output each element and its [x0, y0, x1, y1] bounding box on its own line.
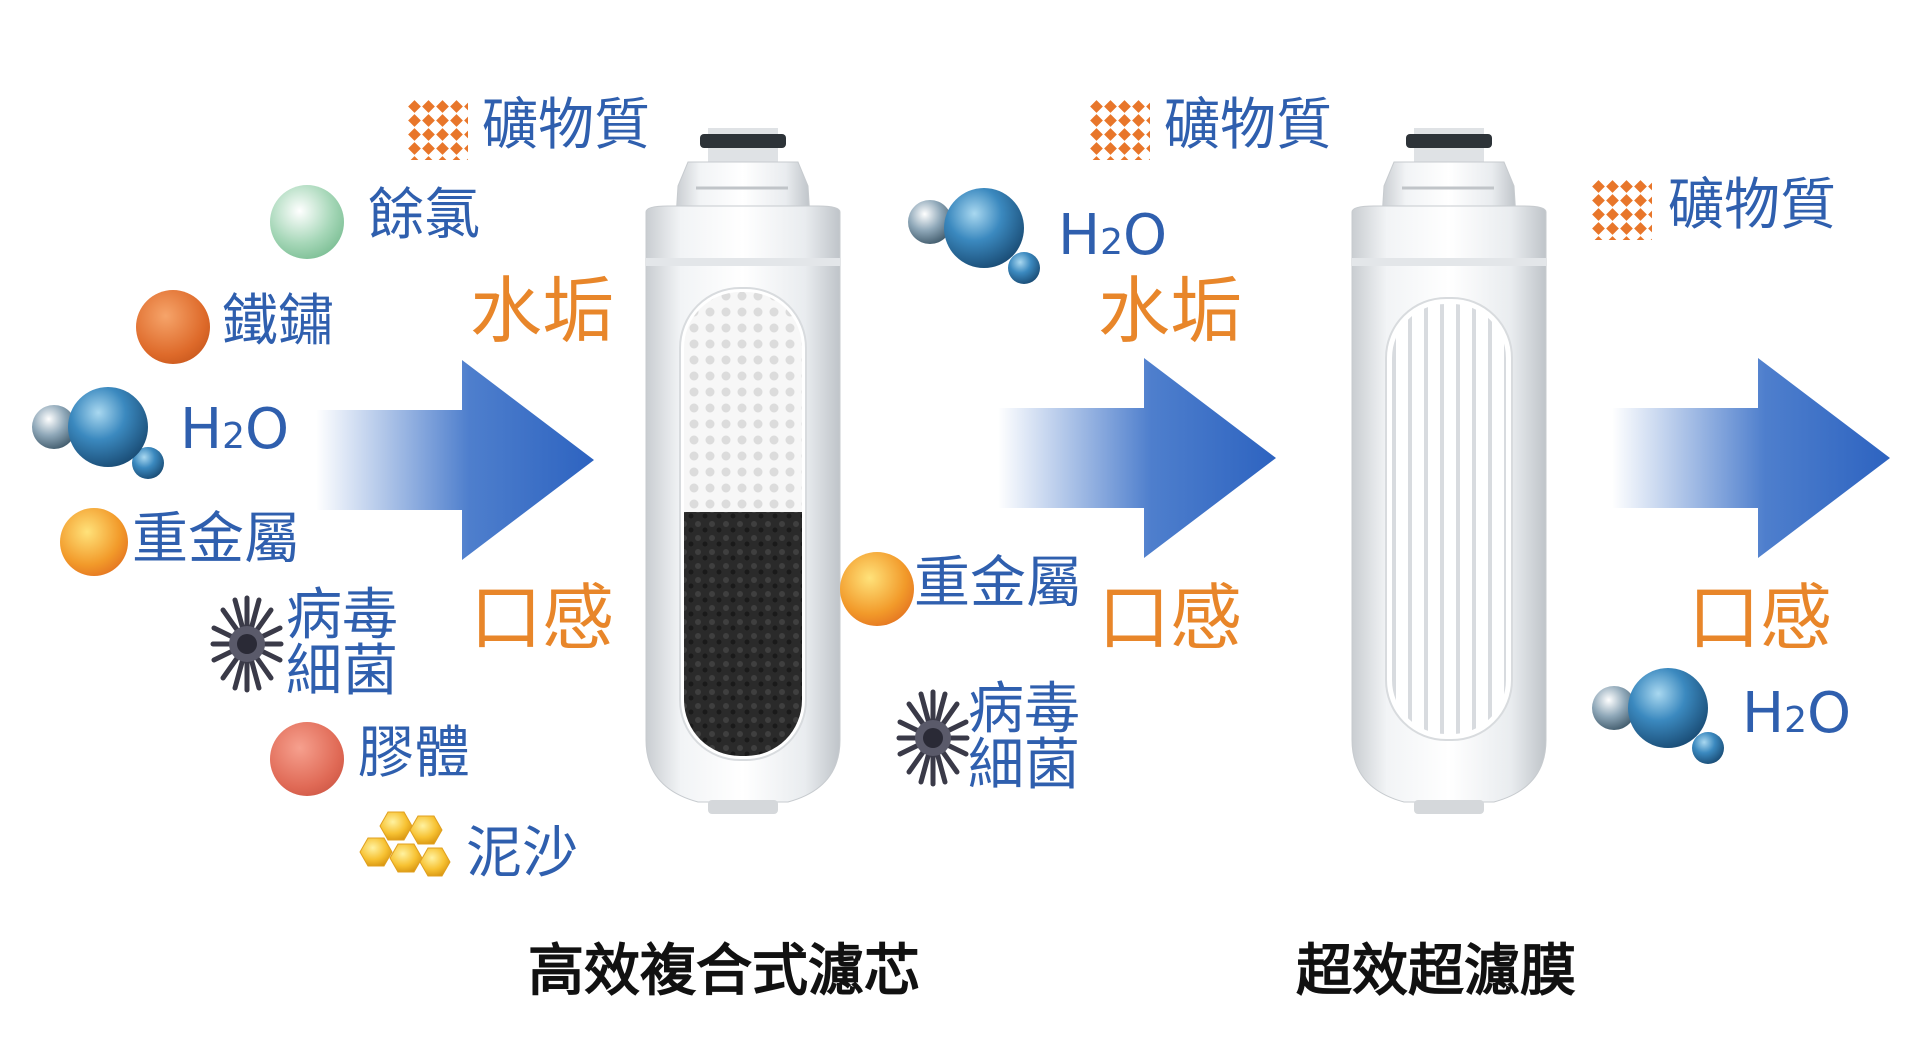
chlorine-label: 餘氯	[368, 183, 480, 248]
sediment-label: 泥沙	[466, 821, 578, 886]
flow-arrow-icon	[316, 360, 594, 560]
mineral-icon-2	[1090, 100, 1150, 160]
taste-label-2: 口感	[1098, 576, 1243, 660]
minerals-label: 礦物質	[482, 93, 650, 158]
virus-bacteria-label-2: 病毒 細菌	[968, 677, 1080, 798]
taste-label: 口感	[470, 576, 615, 660]
virus-icon	[210, 595, 284, 693]
mineral-icon-3	[1592, 180, 1652, 240]
virus-icon-2	[896, 689, 970, 787]
water-label-2: H2O	[1058, 203, 1168, 268]
flow-arrow-icon-3	[1612, 358, 1890, 558]
flow-arrow-icon-2	[998, 358, 1276, 558]
chlorine-ball-icon	[270, 185, 344, 259]
scale-label-2: 水垢	[1098, 269, 1243, 353]
scale-label: 水垢	[470, 269, 615, 353]
minerals-label-2: 礦物質	[1164, 93, 1332, 158]
heavy-metal-ball-icon-2	[840, 552, 914, 626]
composite-filter-caption: 高效複合式濾芯	[528, 939, 920, 1004]
mineral-icon	[408, 100, 468, 160]
water-molecule-icon-2	[908, 188, 1040, 284]
rust-label: 鐵鏽	[222, 289, 334, 354]
water-label: H2O	[180, 397, 290, 462]
heavy-metal-ball-icon	[60, 508, 128, 576]
ultrafiltration-membrane-cartridge	[1351, 128, 1547, 814]
sediment-icon	[359, 811, 451, 877]
rust-ball-icon	[136, 290, 210, 364]
ultrafiltration-caption: 超效超濾膜	[1296, 939, 1576, 1004]
heavy-metal-label-2: 重金屬	[914, 551, 1082, 616]
minerals-label-3: 礦物質	[1668, 173, 1836, 238]
water-molecule-icon-3	[1592, 668, 1724, 764]
composite-filter-cartridge	[645, 128, 841, 814]
water-molecule-icon	[32, 387, 164, 479]
water-label-3: H2O	[1742, 681, 1852, 746]
colloid-label: 膠體	[358, 721, 470, 786]
taste-label-3: 口感	[1688, 576, 1833, 660]
heavy-metal-label: 重金屬	[132, 507, 300, 572]
colloid-ball-icon	[270, 722, 344, 796]
virus-bacteria-label: 病毒 細菌	[286, 583, 398, 704]
